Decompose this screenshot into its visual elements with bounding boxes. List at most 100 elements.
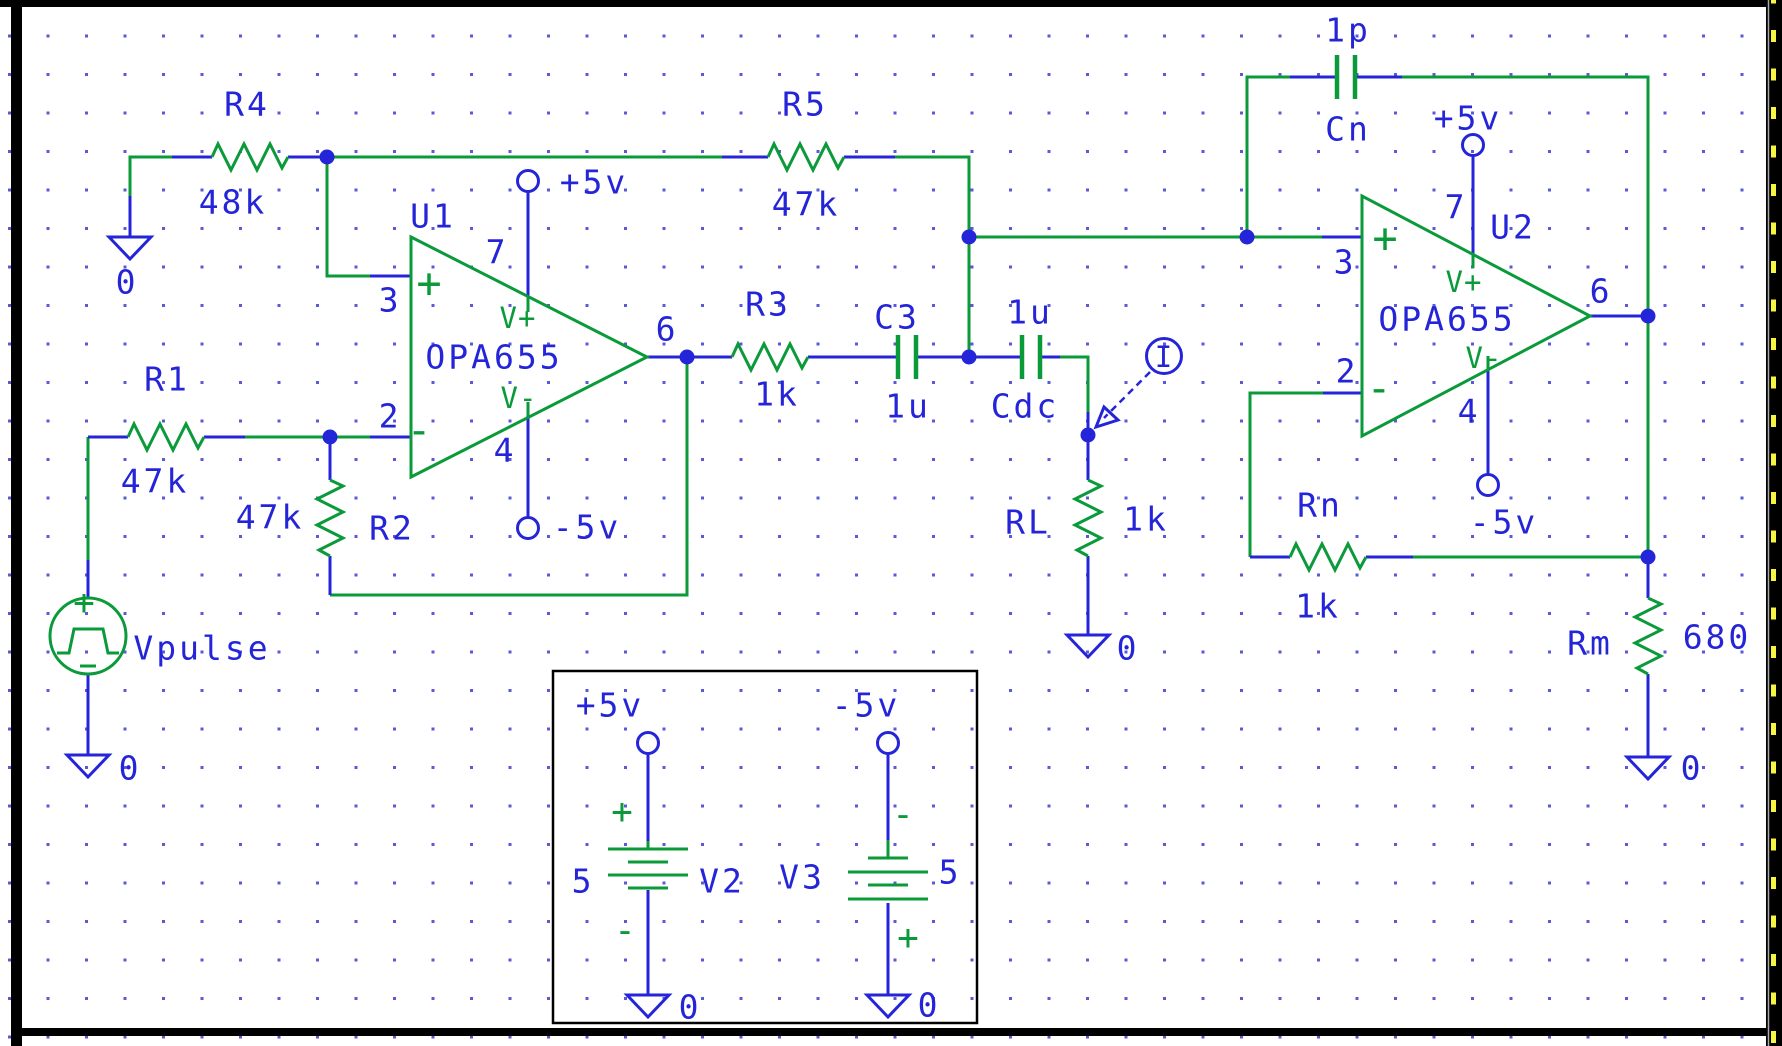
resistor-r5[interactable]: R5 47k	[766, 85, 846, 224]
r2-value-label[interactable]: 47k	[236, 498, 305, 537]
cn-ref-label[interactable]: Cn	[1325, 110, 1371, 149]
ground-label-v3[interactable]: 0	[918, 986, 941, 1025]
u1-pin6-label: 6	[656, 310, 679, 349]
r3-value-label[interactable]: 1k	[754, 375, 800, 414]
junction-dot	[1080, 427, 1096, 443]
ground-label-vpulse[interactable]: 0	[119, 749, 142, 788]
c3-ref-label[interactable]: C3	[874, 298, 920, 337]
opamp-u2[interactable]: U2 OPA655 V+ V- + - 3 2 7 4 6 +5v -5v	[1334, 99, 1613, 542]
border-right	[1766, 0, 1782, 1046]
v3-ref-label[interactable]: V3	[779, 858, 825, 897]
cdc-ref-label[interactable]: Cdc	[991, 387, 1060, 426]
resistor-rl[interactable]: RL 1k	[1005, 478, 1169, 558]
probe-arrowhead	[1093, 404, 1121, 430]
opamp-u1[interactable]: U1 OPA655 V+ V- + - 3 2 7 4 6 +5v -5v	[379, 163, 679, 547]
resistor-r3[interactable]: R3 1k	[730, 285, 810, 414]
u1-triangle[interactable]	[409, 234, 651, 480]
r5-ref-label[interactable]: R5	[782, 85, 828, 124]
v3-port-label[interactable]: -5v	[832, 686, 901, 725]
r4-value-label[interactable]: 48k	[199, 183, 268, 222]
c3-value-label[interactable]: 1u	[885, 387, 931, 426]
resistor-r1[interactable]: R1 47k	[121, 360, 206, 501]
ground-label-v2[interactable]: 0	[679, 988, 702, 1027]
supply-box-outline	[551, 669, 979, 1025]
vpulse-waveform-glyph	[57, 627, 119, 655]
u1-ref-label[interactable]: U1	[410, 197, 456, 236]
pin-stub-segments[interactable]	[86, 75, 1650, 995]
r1-value-label[interactable]: 47k	[121, 462, 190, 501]
rn-value-label[interactable]: 1k	[1295, 587, 1341, 626]
v2-value-label[interactable]: 5	[572, 862, 595, 901]
u1-vplus-port-label[interactable]: +5v	[560, 163, 629, 202]
cn-value-label[interactable]: 1p	[1325, 11, 1371, 50]
rm-value-label[interactable]: 680	[1683, 618, 1752, 657]
r2-ref-label[interactable]: R2	[369, 509, 415, 548]
vpulse-ref-label[interactable]: Vpulse	[133, 629, 270, 668]
resistor-rm[interactable]: Rm 680	[1567, 596, 1752, 676]
junction-dot	[1239, 229, 1255, 245]
junction-dot	[1640, 549, 1656, 565]
v2-ref-label[interactable]: V2	[699, 862, 745, 901]
u1-pin3-label: 3	[379, 281, 402, 320]
u2-pin2-label: 2	[1336, 352, 1359, 391]
source-vpulse[interactable]: + Vpulse	[48, 583, 271, 676]
ground-label-rl[interactable]: 0	[1117, 629, 1140, 668]
probe-label[interactable]: I	[1155, 340, 1173, 374]
border-bottom	[11, 1028, 1782, 1036]
r1-ref-label[interactable]: R1	[144, 360, 190, 399]
resistor-rn[interactable]: Rn 1k	[1288, 486, 1368, 626]
junction-dot	[961, 229, 977, 245]
cdc-value-label[interactable]: 1u	[1007, 293, 1053, 332]
u1-vplus-label: V+	[500, 301, 537, 335]
r4-ref-label[interactable]: R4	[224, 85, 270, 124]
probe-circle[interactable]	[1145, 337, 1183, 375]
u2-vplus-label: V+	[1446, 265, 1483, 299]
u2-part-label[interactable]: OPA655	[1378, 300, 1515, 339]
source-v3[interactable]: -5v - + 5 V3	[779, 686, 961, 959]
junction-dot	[319, 149, 335, 165]
probe-arrow-line	[1103, 371, 1151, 419]
wire-segments-green[interactable]	[86, 75, 1650, 858]
u1-inv-minus-sign: -	[406, 406, 431, 455]
u2-vplus-port-label[interactable]: +5v	[1434, 99, 1503, 138]
current-probe[interactable]: I	[1093, 337, 1183, 430]
r5-value-label[interactable]: 47k	[772, 185, 841, 224]
u2-pin6-label: 6	[1590, 272, 1613, 311]
capacitor-c3[interactable]: C3 1u	[874, 298, 931, 426]
v2-minus-sign: -	[614, 911, 636, 952]
ground-label-r4[interactable]: 0	[116, 263, 139, 302]
vpulse-body-circle[interactable]	[48, 596, 128, 676]
r3-ref-label[interactable]: R3	[745, 285, 791, 324]
resistor-r4[interactable]: R4 48k	[199, 85, 290, 222]
u1-vminus-label: V-	[501, 381, 538, 415]
junction-dot	[322, 429, 338, 445]
source-v2[interactable]: +5v + - 5 V2	[572, 686, 745, 952]
v3-value-label[interactable]: 5	[939, 853, 962, 892]
v3-minus-sign: -	[892, 795, 914, 836]
u2-pin3-label: 3	[1334, 243, 1357, 282]
u1-pin7-label: 7	[486, 233, 509, 272]
u1-part-label[interactable]: OPA655	[425, 338, 562, 377]
u1-pin4-label: 4	[494, 431, 517, 470]
u2-vminus-port-label[interactable]: -5v	[1470, 503, 1539, 542]
u2-ref-label[interactable]: U2	[1490, 208, 1536, 247]
ground-label-rm[interactable]: 0	[1681, 749, 1704, 788]
ground-symbols[interactable]: 0 0 0 0 0 0	[65, 235, 1704, 1027]
capacitor-cn[interactable]: 1p Cn	[1325, 11, 1371, 149]
u2-pin7-label: 7	[1445, 188, 1468, 227]
rl-ref-label[interactable]: RL	[1005, 503, 1051, 542]
supply-sources-box[interactable]: +5v + - 5 V2 -5v - + 5 V3	[551, 669, 979, 1025]
v2-plus-sign: +	[611, 792, 633, 833]
rl-value-label[interactable]: 1k	[1123, 500, 1169, 539]
vpulse-plus-sign: +	[73, 583, 95, 624]
v3-plus-sign: +	[897, 918, 919, 959]
capacitor-cdc[interactable]: 1u Cdc	[991, 293, 1060, 426]
junction-dot	[679, 349, 695, 365]
u2-triangle[interactable]	[1360, 193, 1594, 439]
rn-ref-label[interactable]: Rn	[1297, 486, 1343, 525]
resistor-r2[interactable]: 47k R2	[236, 478, 415, 558]
v2-port-label[interactable]: +5v	[576, 686, 645, 725]
u1-vminus-port-label[interactable]: -5v	[553, 508, 622, 547]
rm-ref-label[interactable]: Rm	[1567, 624, 1613, 663]
